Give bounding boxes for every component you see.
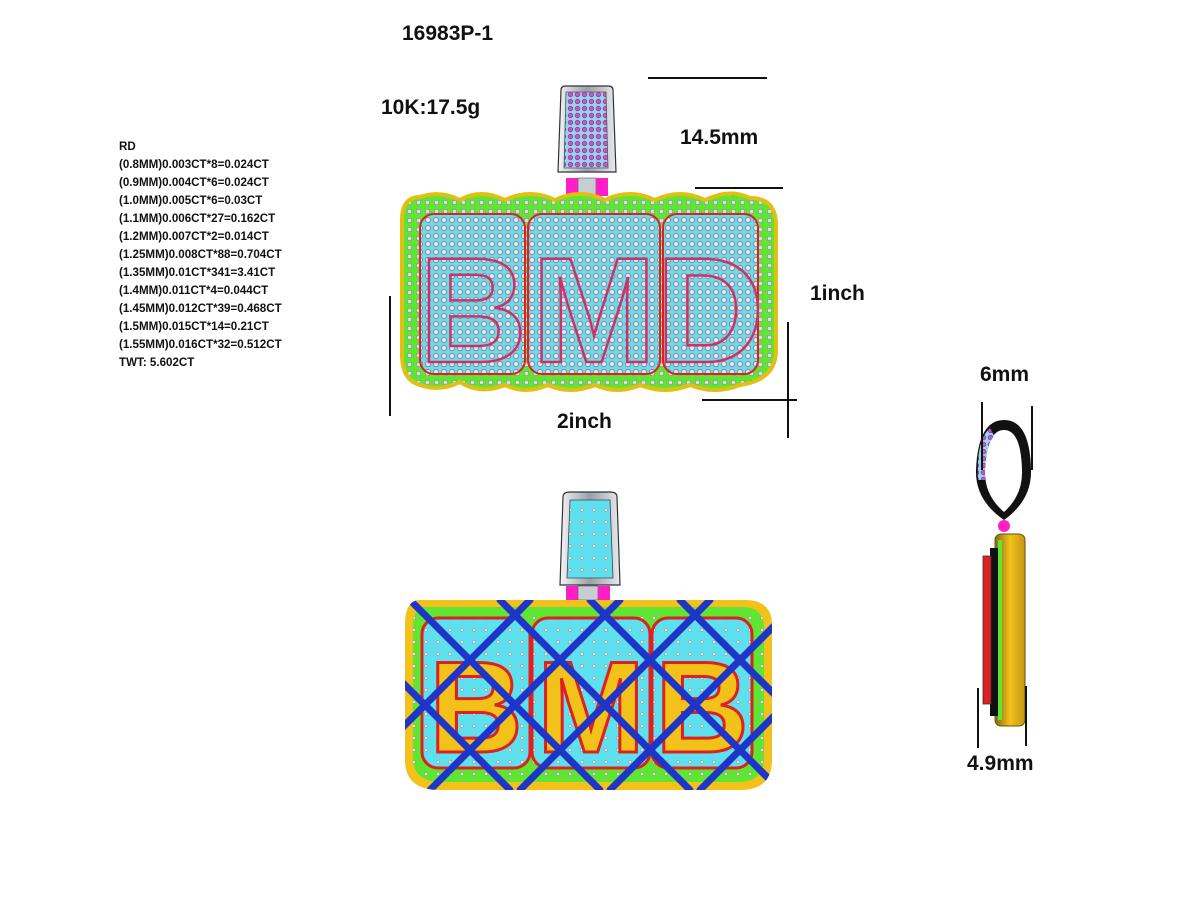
stone-spec-line: (1.1MM)0.006CT*27=0.162CT xyxy=(119,212,276,225)
stone-spec-list: RD (0.8MM)0.003CT*8=0.024CT (0.9MM)0.004… xyxy=(119,138,282,372)
back-view: B M B xyxy=(405,491,772,790)
front-dimension-lines xyxy=(389,77,797,438)
side-bail-width-dimension: 6mm xyxy=(980,363,1030,386)
metal-weight-label: 10K:17.5g xyxy=(381,96,481,119)
front-view: B M D xyxy=(400,85,778,395)
stone-spec-line: (1.35MM)0.01CT*341=3.41CT xyxy=(119,266,276,279)
stone-spec-line: (1.25MM)0.008CT*88=0.704CT xyxy=(119,248,282,261)
front-letter-2: M xyxy=(532,226,657,394)
side-body-edge xyxy=(990,548,998,716)
stone-spec-line: (0.9MM)0.004CT*6=0.024CT xyxy=(119,176,269,189)
side-bail-opening xyxy=(984,430,1023,512)
bail-height-dimension: 14.5mm xyxy=(680,126,759,149)
front-bail-connector xyxy=(566,178,578,196)
stone-spec-line: (1.4MM)0.011CT*4=0.044CT xyxy=(119,284,269,297)
stone-spec-line: (0.8MM)0.003CT*8=0.024CT xyxy=(119,158,269,171)
back-bail-pave xyxy=(566,499,614,579)
side-body-stone-row xyxy=(982,555,992,705)
stone-total-weight: TWT: 5.602CT xyxy=(119,356,195,369)
side-thickness-dimension: 4.9mm xyxy=(967,752,1034,775)
side-body-green-strip xyxy=(998,540,1002,720)
width-dimension: 2inch xyxy=(557,410,612,433)
back-letter-3: B xyxy=(655,634,749,780)
back-bail-connector xyxy=(577,585,599,601)
height-dimension: 1inch xyxy=(810,282,865,305)
front-letter-3: D xyxy=(656,226,764,394)
side-view xyxy=(975,420,1032,727)
stone-shape-label: RD xyxy=(119,140,136,153)
side-dimension-lines xyxy=(977,402,1033,748)
front-bail-connector xyxy=(596,178,608,196)
front-letter-d-block xyxy=(662,213,759,375)
drawing-title: 16983P-1 xyxy=(402,22,494,45)
side-bail-connector xyxy=(998,520,1010,532)
front-letter-m-block xyxy=(527,213,661,375)
front-bail-pave xyxy=(563,91,609,169)
front-letter-1: B xyxy=(419,226,527,394)
back-bail-connector xyxy=(566,586,578,600)
stone-spec-line: (1.5MM)0.015CT*14=0.21CT xyxy=(119,320,269,333)
front-letter-b-block xyxy=(419,213,526,375)
back-bail-connector xyxy=(598,586,610,600)
back-lattice xyxy=(405,600,772,790)
stone-spec-line: (1.45MM)0.012CT*39=0.468CT xyxy=(119,302,282,315)
stone-spec-line: (1.2MM)0.007CT*2=0.014CT xyxy=(119,230,269,243)
stone-spec-line: (1.0MM)0.005CT*6=0.03CT xyxy=(119,194,263,207)
stone-spec-line: (1.55MM)0.016CT*32=0.512CT xyxy=(119,338,282,351)
